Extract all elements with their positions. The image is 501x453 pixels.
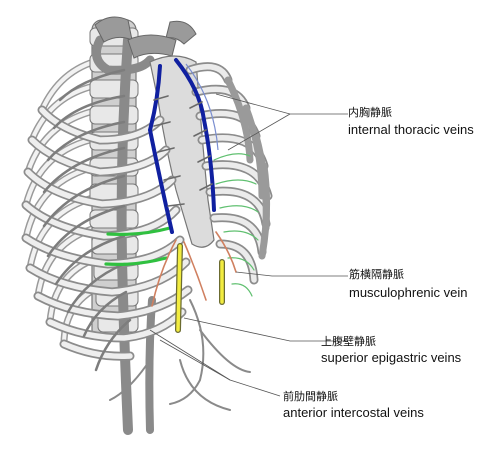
musculophrenic-vein — [151, 231, 237, 307]
brachiocephalic-veins — [94, 16, 197, 59]
internal-thoracic-label-en: internal thoracic veins — [348, 122, 474, 137]
leader-lines — [149, 93, 348, 397]
anterior-intercostal-label-jp: 前肋間静脈 — [283, 390, 338, 403]
musculophrenic-label-jp: 筋横隔静脈 — [349, 268, 404, 281]
anterior-intercostal-veins — [104, 226, 172, 266]
anterior-intercostal-label-en: anterior intercostal veins — [283, 405, 424, 420]
internal-thoracic-veins — [147, 58, 216, 234]
superior-epigastric-label-jp: 上腹壁静脈 — [321, 335, 376, 348]
musculophrenic-label-en: musculophrenic vein — [349, 285, 468, 300]
internal-thoracic-label-jp: 内胸静脈 — [348, 106, 392, 119]
superior-epigastric-label-en: superior epigastric veins — [321, 350, 462, 365]
posterior-intercostal-veins — [42, 68, 132, 372]
costal-cartilage — [224, 76, 271, 260]
